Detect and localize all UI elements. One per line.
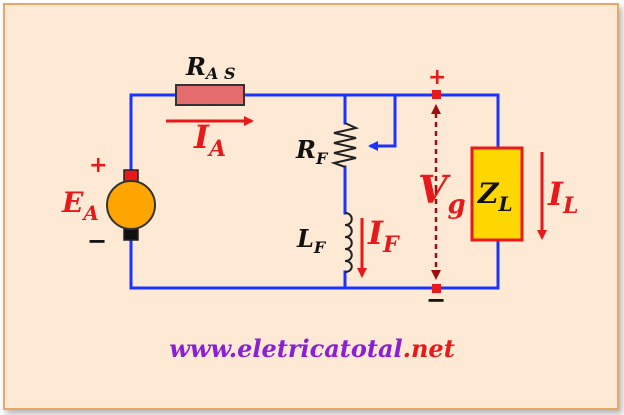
label-rf: RF (295, 135, 329, 168)
label-vg: Vg (418, 167, 466, 220)
series-resistor (175, 84, 245, 106)
label-if: IF (367, 214, 400, 258)
field-rheostat (330, 122, 360, 168)
vg-minus-sign: − (426, 286, 446, 314)
website-prefix: www. (169, 334, 238, 363)
circuit-wires (129, 93, 500, 290)
vg-top-node (432, 90, 441, 99)
label-ea: EA (61, 186, 99, 225)
load-impedance (470, 146, 524, 242)
generator-body (106, 180, 156, 230)
generator-minus-sign: − (87, 227, 107, 255)
label-ia: IA (193, 118, 226, 162)
wire-load-bottom (129, 238, 500, 290)
field-coil (344, 212, 353, 273)
generator-plus-sign: + (89, 153, 107, 178)
dc-generator (106, 169, 156, 241)
label-zl: ZL (477, 177, 513, 216)
wire-top-right (242, 93, 500, 150)
wire-top-left (129, 93, 178, 185)
rheostat-wiper (368, 95, 397, 151)
label-il: IL (547, 175, 578, 219)
vg-bottom-node (432, 284, 441, 293)
label-ras: RA S (185, 52, 236, 83)
website-suffix: .net (402, 334, 455, 363)
website-name: eletricatotal (237, 334, 403, 363)
vg-plus-sign: + (428, 65, 446, 90)
label-lf: LF (296, 224, 327, 257)
website-url: www.eletricatotal.net (0, 334, 624, 363)
